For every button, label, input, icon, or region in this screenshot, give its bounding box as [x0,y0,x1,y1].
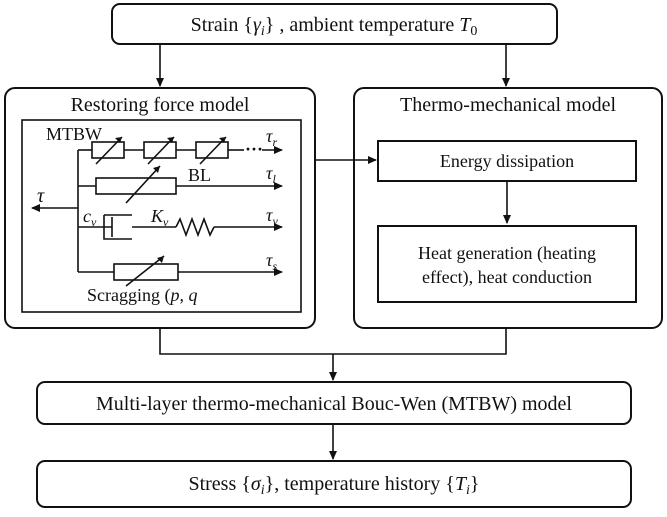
mtbw-model-box: Multi-layer thermo-mechanical Bouc-Wen (… [36,381,632,425]
energy-dissipation-box [377,140,637,182]
output-box-label: Stress {σi}, temperature history {Ti} [188,473,479,498]
output-box: Stress {σi}, temperature history {Ti} [36,460,632,508]
input-box-label: Strain {γi} , ambient temperature T0 [191,14,478,39]
input-box: Strain {γi} , ambient temperature T0 [111,3,558,45]
bl-branch: BL τl [78,163,283,204]
restoring-force-model-title: Restoring force model [71,94,250,116]
thermo-mechanical-model-box: Thermo-mechanical model Energy dissipati… [353,87,663,329]
tau-r-label: τr [266,126,277,149]
scragging-branch: τs Scragging (p, q [78,250,283,306]
mtbw-model-label: Multi-layer thermo-mechanical Bouc-Wen (… [96,393,572,415]
tau-s-label: τs [266,250,277,273]
mtbw-branch: MTBW ··· τr [46,124,283,165]
thermo-mechanical-model-title: Thermo-mechanical model [400,94,616,116]
cv-label: cv [83,206,97,229]
tau-v-label: τv [266,205,278,228]
merge-lines [159,328,507,355]
heat-generation-line2: effect), heat conduction [422,267,592,288]
restoring-force-model-box: Restoring force model τ MTBW ··· τr [4,87,316,329]
restoring-inner-frame [21,119,302,313]
viscous-branch: cv Kv τv [78,205,283,240]
heat-generation-box [377,225,637,303]
heat-generation-line1: Heat generation (heating [418,243,596,264]
mtbw-label: MTBW [46,124,102,144]
scragging-label: Scragging (p, q [87,285,197,306]
tau-label: τ [37,185,45,207]
energy-dissipation-label: Energy dissipation [440,151,574,171]
tau-l-label: τl [266,163,276,186]
bl-label: BL [188,165,211,185]
kv-label: Kv [150,206,169,229]
mtbw-dots: ··· [245,139,263,159]
